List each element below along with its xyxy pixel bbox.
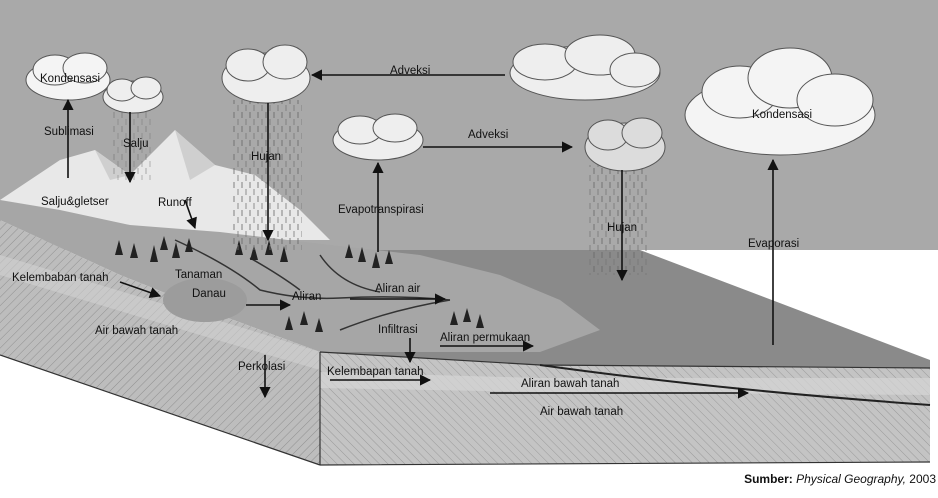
cloud-evapotranspiration (332, 113, 424, 161)
label-sublimasi: Sublimasi (44, 126, 94, 138)
label-infiltrasi: Infiltrasi (378, 324, 418, 336)
cloud-salju (102, 76, 164, 114)
trees (115, 236, 484, 332)
cloud-kondensasi-right (684, 47, 876, 156)
cloud-top-left (25, 52, 111, 101)
label-adveksi-top: Adveksi (390, 65, 431, 77)
label-salju: Salju (123, 138, 149, 150)
process-arrows (62, 69, 779, 399)
label-evapotranspirasi: Evapotranspirasi (338, 204, 424, 216)
label-kondensasi-left: Kondensasi (40, 73, 101, 85)
rain-left (232, 100, 302, 250)
label-salju-gletser: Salju&gletser (41, 196, 109, 208)
label-aliran-permukaan: Aliran permukaan (440, 332, 531, 344)
label-runoff: Runoff (158, 197, 192, 209)
label-tanaman: Tanaman (175, 269, 223, 281)
label-aliran: Aliran (292, 291, 322, 303)
label-kelembapan-tanah-bottom: Kelembapan tanah (327, 366, 424, 378)
land-surface (0, 200, 600, 352)
label-hujan-left: Hujan (251, 151, 282, 163)
label-danau: Danau (192, 288, 226, 300)
lake (163, 278, 247, 322)
label-air-bawah-tanah-left: Air bawah tanah (95, 325, 179, 337)
source-citation: Sumber: Physical Geography, 2003 (744, 472, 936, 486)
source-title: Physical Geography, (796, 472, 906, 486)
label-aliran-air: Aliran air (375, 283, 421, 295)
rain-right (588, 165, 648, 275)
left-cliff-face (0, 200, 320, 465)
source-year: 2003 (905, 472, 936, 486)
source-prefix: Sumber: (744, 472, 793, 486)
label-kondensasi-right: Kondensasi (752, 109, 813, 121)
cloud-hujan (221, 44, 311, 104)
snowfall (113, 110, 153, 180)
label-perkolasi: Perkolasi (238, 361, 286, 373)
label-aliran-bawah-tanah: Aliran bawah tanah (521, 378, 620, 390)
cloud-hujan-right (584, 117, 666, 172)
cloud-advection-source (509, 34, 661, 101)
label-hujan-right: Hujan (607, 222, 638, 234)
label-evaporasi: Evaporasi (748, 238, 800, 250)
label-air-bawah-tanah-bottom: Air bawah tanah (540, 406, 624, 418)
label-adveksi-mid: Adveksi (468, 129, 509, 141)
label-kelembaban-tanah-left: Kelembaban tanah (12, 272, 109, 284)
